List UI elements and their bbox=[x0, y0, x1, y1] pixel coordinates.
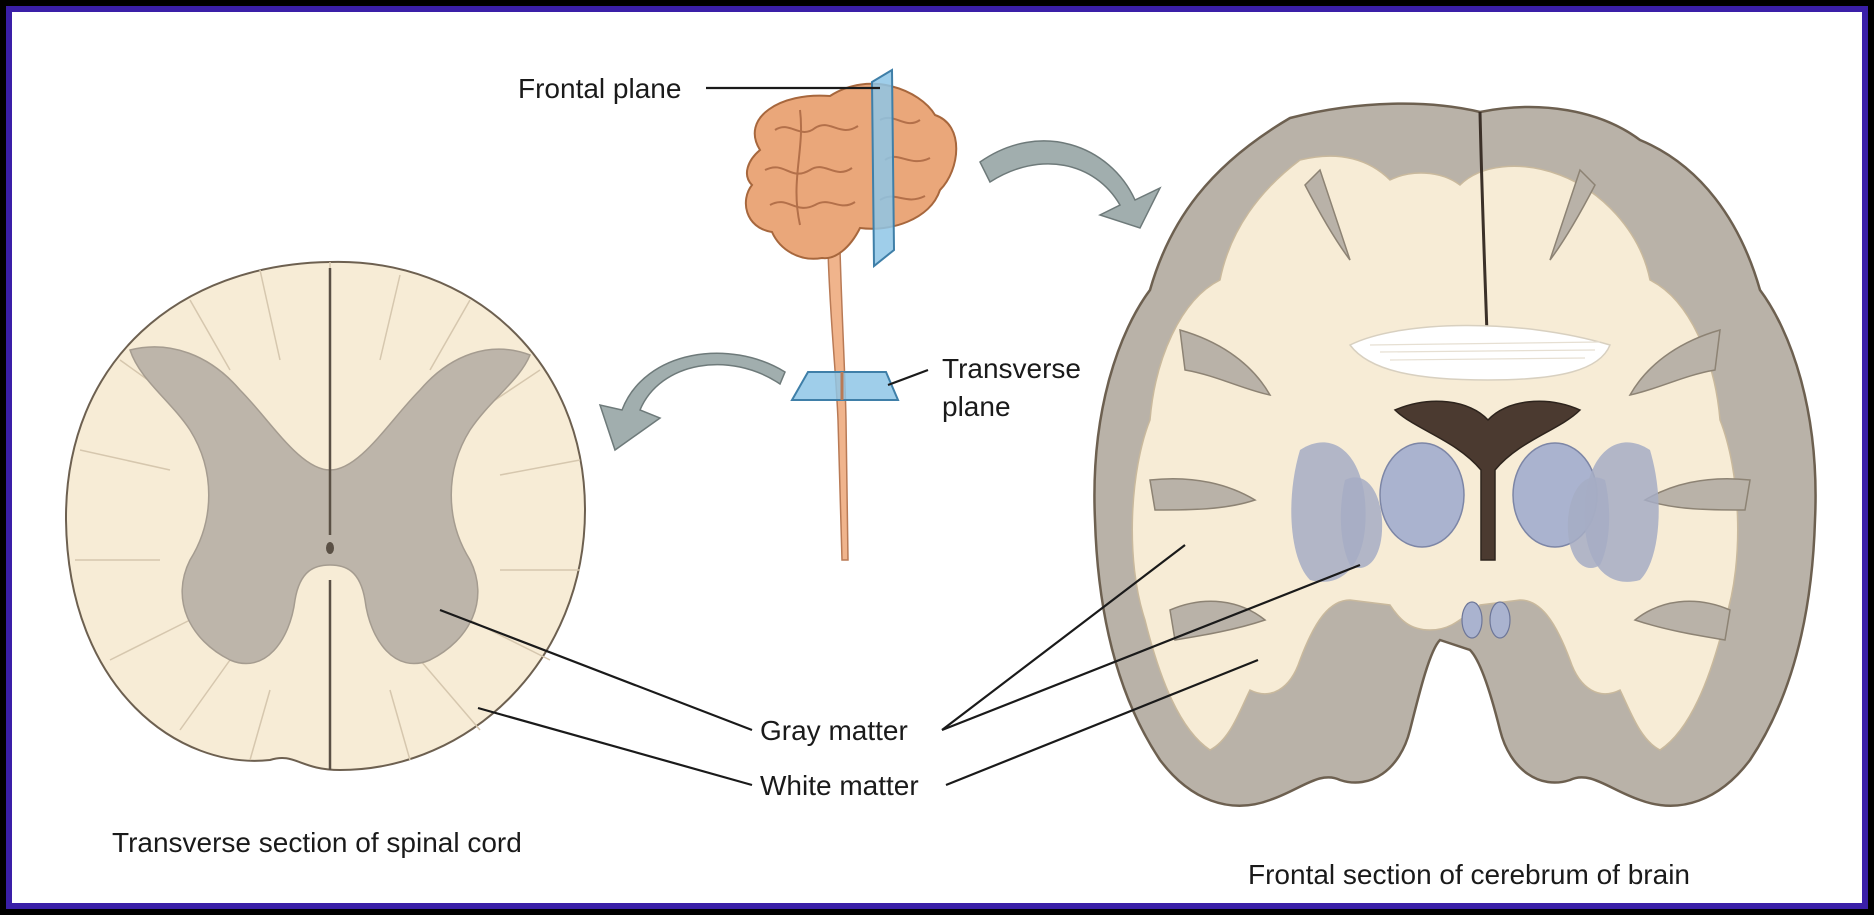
label-transverse-plane-2: plane bbox=[942, 391, 1011, 422]
frontal-plane-shape bbox=[872, 70, 894, 266]
label-frontal-plane: Frontal plane bbox=[518, 73, 681, 104]
caption-brain-section: Frontal section of cerebrum of brain bbox=[1248, 859, 1690, 890]
caption-spinal-cord: Transverse section of spinal cord bbox=[112, 827, 522, 858]
label-white-matter: White matter bbox=[760, 770, 919, 801]
label-gray-matter: Gray matter bbox=[760, 715, 908, 746]
basal-nucleus-left bbox=[1380, 443, 1464, 547]
transverse-plane-shape bbox=[792, 372, 898, 400]
label-transverse-plane-1: Transverse bbox=[942, 353, 1081, 384]
spinal-cord-section bbox=[66, 262, 585, 770]
